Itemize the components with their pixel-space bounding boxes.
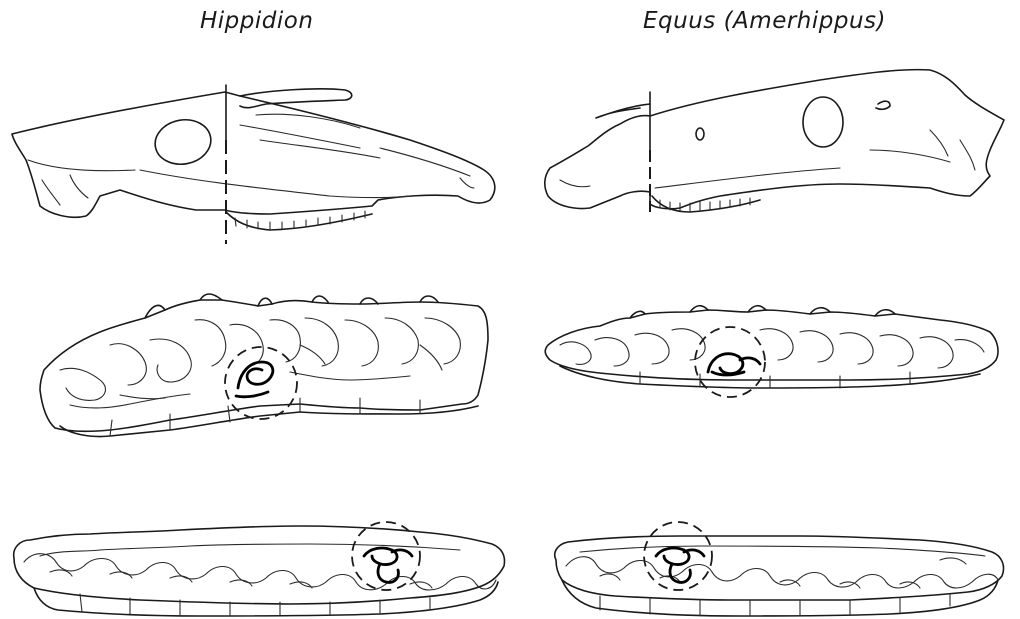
equus-upper-tooth-row [545, 306, 998, 397]
equus-lower-tooth-row [555, 522, 1004, 616]
hippidion-lower-tooth-row [14, 522, 505, 616]
equus-skull [545, 70, 1004, 212]
hippidion-upper-tooth-row [40, 294, 488, 437]
hippidion-skull [12, 85, 495, 244]
